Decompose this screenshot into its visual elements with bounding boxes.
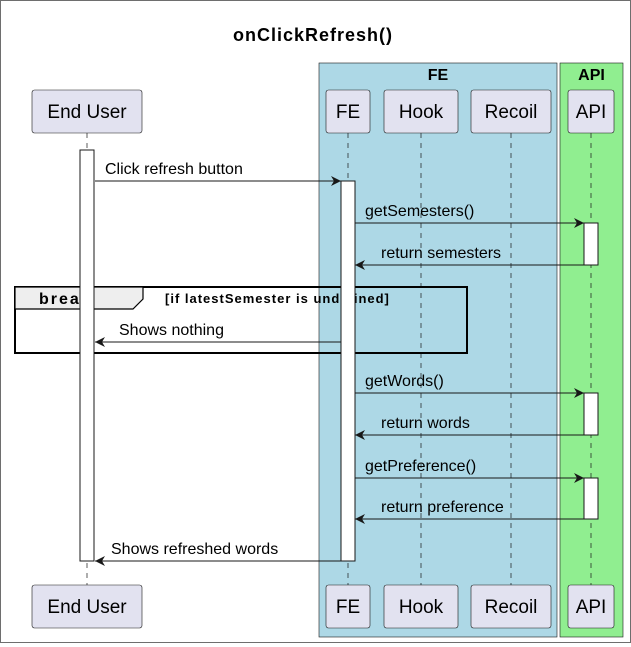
api-box-label: API [578, 67, 605, 84]
message-label: return words [381, 415, 470, 432]
fe-box-label: FE [428, 67, 449, 84]
message-label: getPreference() [365, 458, 476, 475]
message-label: return preference [381, 499, 504, 516]
fragment-condition: [if latestSemester is undefined] [165, 291, 390, 306]
fragment-frame [14, 286, 468, 354]
participant-api-label: API [576, 597, 607, 618]
participant-api-top [567, 89, 615, 134]
activation-user [79, 149, 95, 562]
fragment-header [14, 286, 144, 310]
diagram-title: onClickRefresh() [233, 25, 393, 45]
participant-boxes: FE API [318, 62, 624, 638]
participant-hook-top [383, 89, 459, 134]
participant-api-bottom [567, 584, 615, 629]
message-label: Shows nothing [119, 322, 224, 339]
participant-user-label: End User [47, 102, 127, 123]
participant-recoil-label: Recoil [485, 597, 538, 618]
participant-hook-label: Hook [399, 597, 444, 618]
message-label: return semesters [381, 245, 501, 262]
message-label: Click refresh button [105, 161, 243, 178]
participant-recoil-top [470, 89, 552, 134]
participant-fe-label: FE [336, 102, 360, 123]
fragment-keyword: break [39, 291, 92, 308]
participant-hook-bottom [383, 584, 459, 629]
api-box [559, 62, 624, 638]
message-label: Shows refreshed words [111, 541, 278, 558]
participant-fe-top [325, 89, 371, 134]
activation-api [583, 477, 599, 520]
participant-user-label: End User [47, 597, 127, 618]
participant-recoil-label: Recoil [485, 102, 538, 123]
participant-user-bottom [31, 584, 143, 629]
break-fragment: break [if latestSemester is undefined] [14, 286, 468, 354]
participant-api-label: API [576, 102, 607, 123]
participant-fe-bottom [325, 584, 371, 629]
activation-api [583, 392, 599, 436]
participant-recoil-bottom [470, 584, 552, 629]
fe-box [318, 62, 558, 638]
message-label: getSemesters() [365, 203, 474, 220]
participant-user-top [31, 89, 143, 134]
participant-hook-label: Hook [399, 102, 444, 123]
participant-fe-label: FE [336, 597, 360, 618]
activation-bars [79, 149, 599, 562]
messages: Click refresh button getSemesters() return… [95, 161, 584, 566]
message-label: getWords() [365, 373, 444, 390]
activation-api [583, 222, 599, 266]
activation-fe [340, 180, 356, 562]
